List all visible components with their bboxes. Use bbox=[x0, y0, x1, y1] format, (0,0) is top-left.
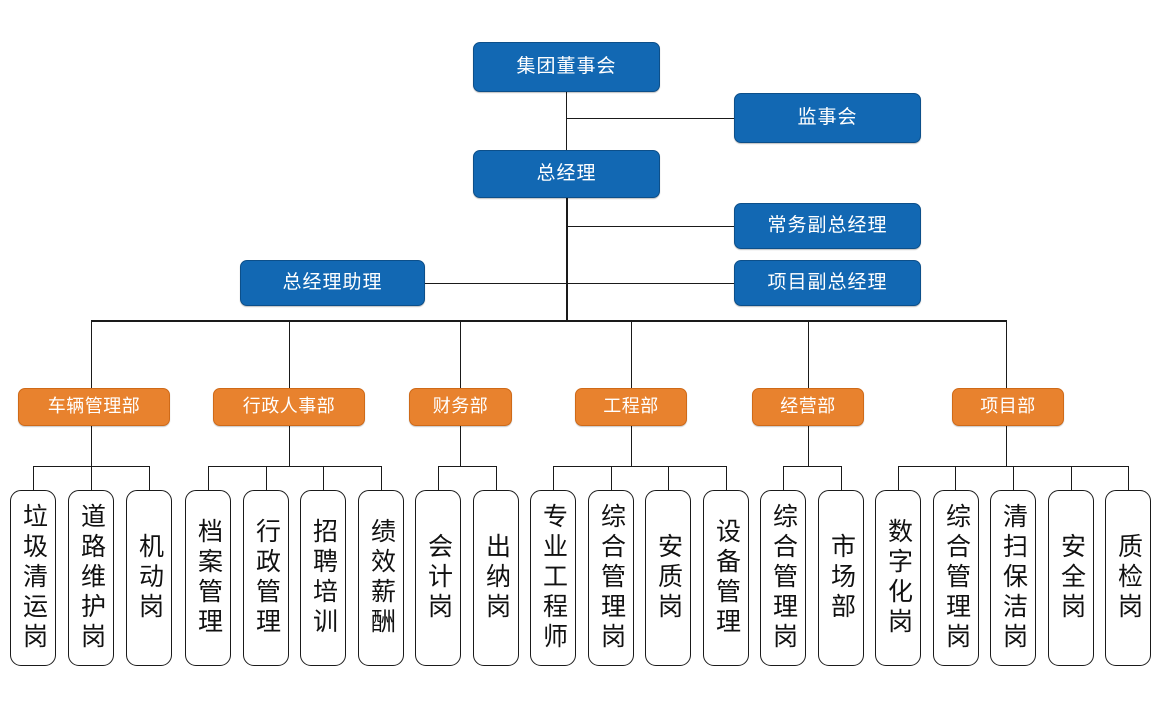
connector-dept-1-leaf-2 bbox=[91, 466, 92, 490]
leaf-position-box[interactable]: 清扫保洁岗 bbox=[990, 490, 1036, 666]
leaf-position-label: 综合管理岗 bbox=[597, 503, 625, 653]
connector-dept-4-stem bbox=[631, 425, 632, 466]
leaf-position-label: 道路维护岗 bbox=[77, 503, 105, 653]
leaf-position-label: 出纳岗 bbox=[482, 533, 510, 623]
leaf-position-box[interactable]: 绩效薪酬 bbox=[358, 490, 404, 666]
sub-bus-dept-3 bbox=[438, 466, 496, 467]
sub-bus-dept-4 bbox=[553, 466, 727, 467]
connector-dept-2-leaf-2 bbox=[266, 466, 267, 490]
leaf-position-box[interactable]: 专业工程师 bbox=[530, 490, 576, 666]
connector-dept-6-leaf-2 bbox=[955, 466, 956, 490]
leaf-position-label: 安质岗 bbox=[654, 533, 682, 623]
leaf-position-label: 数字化岗 bbox=[884, 518, 912, 638]
connector-dept-3-leaf-2 bbox=[496, 466, 497, 490]
node-general-manager[interactable]: 总经理 bbox=[473, 150, 660, 198]
leaf-position-label: 招聘培训 bbox=[309, 518, 337, 638]
connector-gm-to-gm-assistant bbox=[424, 283, 566, 284]
node-project-deputy-gm[interactable]: 项目副总经理 bbox=[734, 260, 921, 306]
connector-bus-to-dept-5 bbox=[808, 320, 809, 388]
leaf-position-box[interactable]: 数字化岗 bbox=[875, 490, 921, 666]
leaf-position-box[interactable]: 综合管理岗 bbox=[933, 490, 979, 666]
connector-bus-to-dept-2 bbox=[289, 320, 290, 388]
connector-dept-1-leaf-3 bbox=[149, 466, 150, 490]
leaf-position-box[interactable]: 招聘培训 bbox=[300, 490, 346, 666]
node-department-project[interactable]: 项目部 bbox=[952, 388, 1064, 426]
node-department-finance[interactable]: 财务部 bbox=[409, 388, 512, 426]
connector-dept-2-leaf-3 bbox=[323, 466, 324, 490]
connector-dept-2-leaf-4 bbox=[381, 466, 382, 490]
connector-bus-to-dept-6 bbox=[1006, 320, 1007, 388]
leaf-position-box[interactable]: 安全岗 bbox=[1048, 490, 1094, 666]
connector-dept-3-leaf-1 bbox=[438, 466, 439, 490]
connector-gm-trunk bbox=[566, 198, 568, 321]
leaf-position-box[interactable]: 安质岗 bbox=[645, 490, 691, 666]
connector-dept-4-leaf-4 bbox=[726, 466, 727, 490]
leaf-position-box[interactable]: 机动岗 bbox=[126, 490, 172, 666]
connector-bus-to-dept-4 bbox=[631, 320, 632, 388]
leaf-position-label: 市场部 bbox=[827, 533, 855, 623]
leaf-position-box[interactable]: 会计岗 bbox=[415, 490, 461, 666]
leaf-position-box[interactable]: 垃圾清运岗 bbox=[10, 490, 56, 666]
connector-dept-4-leaf-1 bbox=[553, 466, 554, 490]
connector-dept-5-leaf-1 bbox=[783, 466, 784, 490]
node-department-admin-hr[interactable]: 行政人事部 bbox=[213, 388, 365, 426]
leaf-position-label: 安全岗 bbox=[1057, 533, 1085, 623]
connector-bus-to-dept-3 bbox=[460, 320, 461, 388]
connector-dept-6-leaf-3 bbox=[1013, 466, 1014, 490]
leaf-position-box[interactable]: 质检岗 bbox=[1105, 490, 1151, 666]
leaf-position-box[interactable]: 综合管理岗 bbox=[588, 490, 634, 666]
leaf-position-label: 绩效薪酬 bbox=[367, 518, 395, 638]
department-bus-line bbox=[91, 320, 1006, 322]
node-department-engineering[interactable]: 工程部 bbox=[575, 388, 687, 426]
leaf-position-label: 清扫保洁岗 bbox=[999, 503, 1027, 653]
connector-dept-5-stem bbox=[808, 425, 809, 466]
leaf-position-box[interactable]: 档案管理 bbox=[185, 490, 231, 666]
leaf-position-box[interactable]: 道路维护岗 bbox=[68, 490, 114, 666]
connector-dept-3-stem bbox=[460, 425, 461, 466]
leaf-position-box[interactable]: 市场部 bbox=[818, 490, 864, 666]
leaf-position-label: 会计岗 bbox=[424, 533, 452, 623]
connector-dept-1-leaf-1 bbox=[33, 466, 34, 490]
leaf-position-box[interactable]: 行政管理 bbox=[243, 490, 289, 666]
connector-dept-5-leaf-2 bbox=[841, 466, 842, 490]
connector-gm-to-project-deputy bbox=[566, 283, 734, 284]
leaf-position-label: 综合管理岗 bbox=[769, 503, 797, 653]
connector-dept-6-stem bbox=[1006, 425, 1007, 466]
connector-dept-6-leaf-1 bbox=[898, 466, 899, 490]
connector-dept-2-stem bbox=[289, 425, 290, 466]
leaf-position-box[interactable]: 综合管理岗 bbox=[760, 490, 806, 666]
connector-dept-6-leaf-4 bbox=[1071, 466, 1072, 490]
connector-dept-1-stem bbox=[91, 425, 92, 466]
node-supervisory-board[interactable]: 监事会 bbox=[734, 93, 921, 143]
connector-bus-to-dept-1 bbox=[91, 320, 92, 388]
connector-dept-4-leaf-3 bbox=[668, 466, 669, 490]
node-executive-deputy-gm[interactable]: 常务副总经理 bbox=[734, 203, 921, 249]
leaf-position-label: 垃圾清运岗 bbox=[19, 503, 47, 653]
node-group-board[interactable]: 集团董事会 bbox=[473, 42, 660, 92]
connector-board-to-supervisory bbox=[566, 118, 734, 119]
leaf-position-label: 设备管理 bbox=[712, 518, 740, 638]
leaf-position-label: 综合管理岗 bbox=[942, 503, 970, 653]
node-department-operations[interactable]: 经营部 bbox=[752, 388, 864, 426]
leaf-position-box[interactable]: 设备管理 bbox=[703, 490, 749, 666]
node-gm-assistant[interactable]: 总经理助理 bbox=[240, 260, 425, 306]
node-department-vehicle-management[interactable]: 车辆管理部 bbox=[18, 388, 170, 426]
leaf-position-label: 机动岗 bbox=[135, 533, 163, 623]
connector-dept-4-leaf-2 bbox=[611, 466, 612, 490]
connector-dept-2-leaf-1 bbox=[208, 466, 209, 490]
connector-gm-to-executive-deputy bbox=[566, 226, 734, 227]
leaf-position-label: 行政管理 bbox=[252, 518, 280, 638]
leaf-position-box[interactable]: 出纳岗 bbox=[473, 490, 519, 666]
leaf-position-label: 专业工程师 bbox=[539, 503, 567, 653]
connector-dept-6-leaf-5 bbox=[1128, 466, 1129, 490]
connector-board-to-gm bbox=[566, 92, 567, 152]
leaf-position-label: 质检岗 bbox=[1114, 533, 1142, 623]
leaf-position-label: 档案管理 bbox=[194, 518, 222, 638]
sub-bus-dept-5 bbox=[783, 466, 841, 467]
sub-bus-dept-2 bbox=[208, 466, 382, 467]
